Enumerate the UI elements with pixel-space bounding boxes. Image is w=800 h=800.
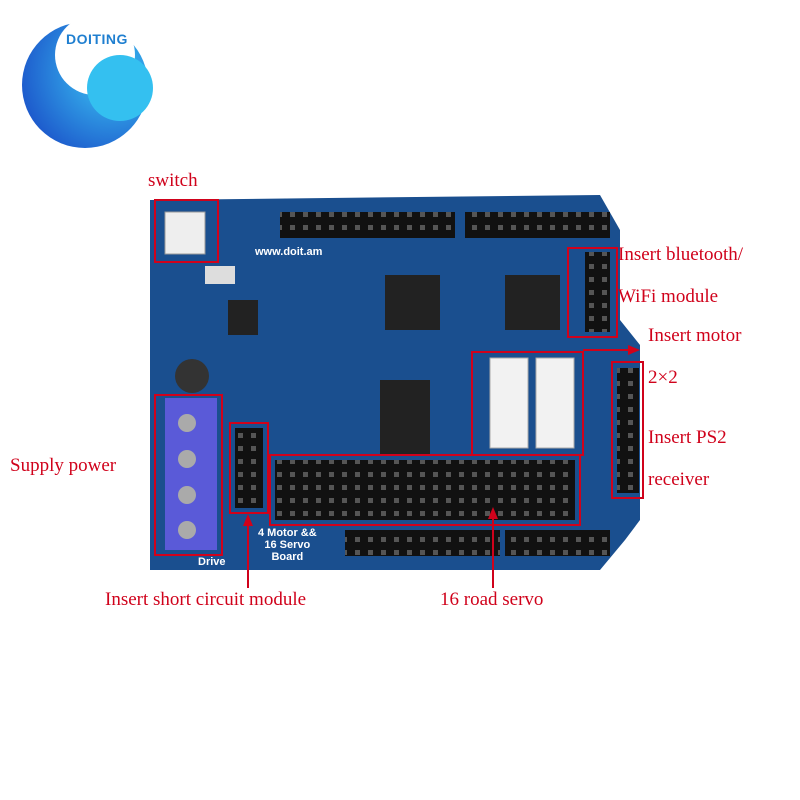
label-motor-1: Insert motor xyxy=(648,325,742,346)
label-supply: Supply power xyxy=(10,455,117,476)
ps2-header xyxy=(617,368,639,493)
arrow-servo xyxy=(488,507,498,519)
servo-box xyxy=(269,454,581,526)
doiting-logo xyxy=(22,15,153,148)
board-website: www.doit.am xyxy=(255,246,323,258)
bottom-header-right xyxy=(505,530,610,556)
bottom-header-left xyxy=(345,530,500,556)
ps2-box xyxy=(611,361,644,499)
board-title-line1: 4 Motor && xyxy=(258,527,317,539)
chip-u4 xyxy=(228,300,258,335)
short-circuit-header xyxy=(235,428,263,508)
label-ps2-1: Insert PS2 xyxy=(648,427,727,448)
top-header-left xyxy=(280,212,455,238)
logo-text: DOITING xyxy=(66,31,128,47)
short-circuit-box xyxy=(229,422,269,514)
board-title: 4 Motor && 16 Servo Board xyxy=(258,527,317,563)
inductor xyxy=(175,359,209,393)
board-drive-label: Drive xyxy=(198,556,226,568)
bluetooth-box xyxy=(567,247,618,338)
label-bluetooth-1: Insert bluetooth/ xyxy=(618,244,744,265)
servo-header xyxy=(275,460,575,520)
supply-box xyxy=(154,394,223,556)
switch-box xyxy=(154,199,219,263)
board-title-line2: 16 Servo xyxy=(264,539,311,551)
chip-u1 xyxy=(385,275,440,330)
arrow-motor xyxy=(628,345,640,355)
board-title-line3: Board xyxy=(271,551,304,563)
switch xyxy=(164,211,206,255)
top-header-right xyxy=(465,212,610,238)
label-switch: switch xyxy=(148,170,198,191)
label-servo: 16 road servo xyxy=(440,589,544,610)
motor-connector-1 xyxy=(489,357,529,449)
bluetooth-header xyxy=(585,252,610,332)
reset-button xyxy=(205,266,235,284)
label-bluetooth-2: WiFi module xyxy=(618,286,719,307)
chip-u3 xyxy=(380,380,430,455)
motor-connector-2 xyxy=(535,357,575,449)
chip-u2 xyxy=(505,275,560,330)
label-short-circuit: Insert short circuit module xyxy=(105,589,307,610)
label-ps2-2: receiver xyxy=(648,469,710,490)
arrow-short xyxy=(243,514,253,526)
label-motor-2: 2×2 xyxy=(648,367,678,388)
